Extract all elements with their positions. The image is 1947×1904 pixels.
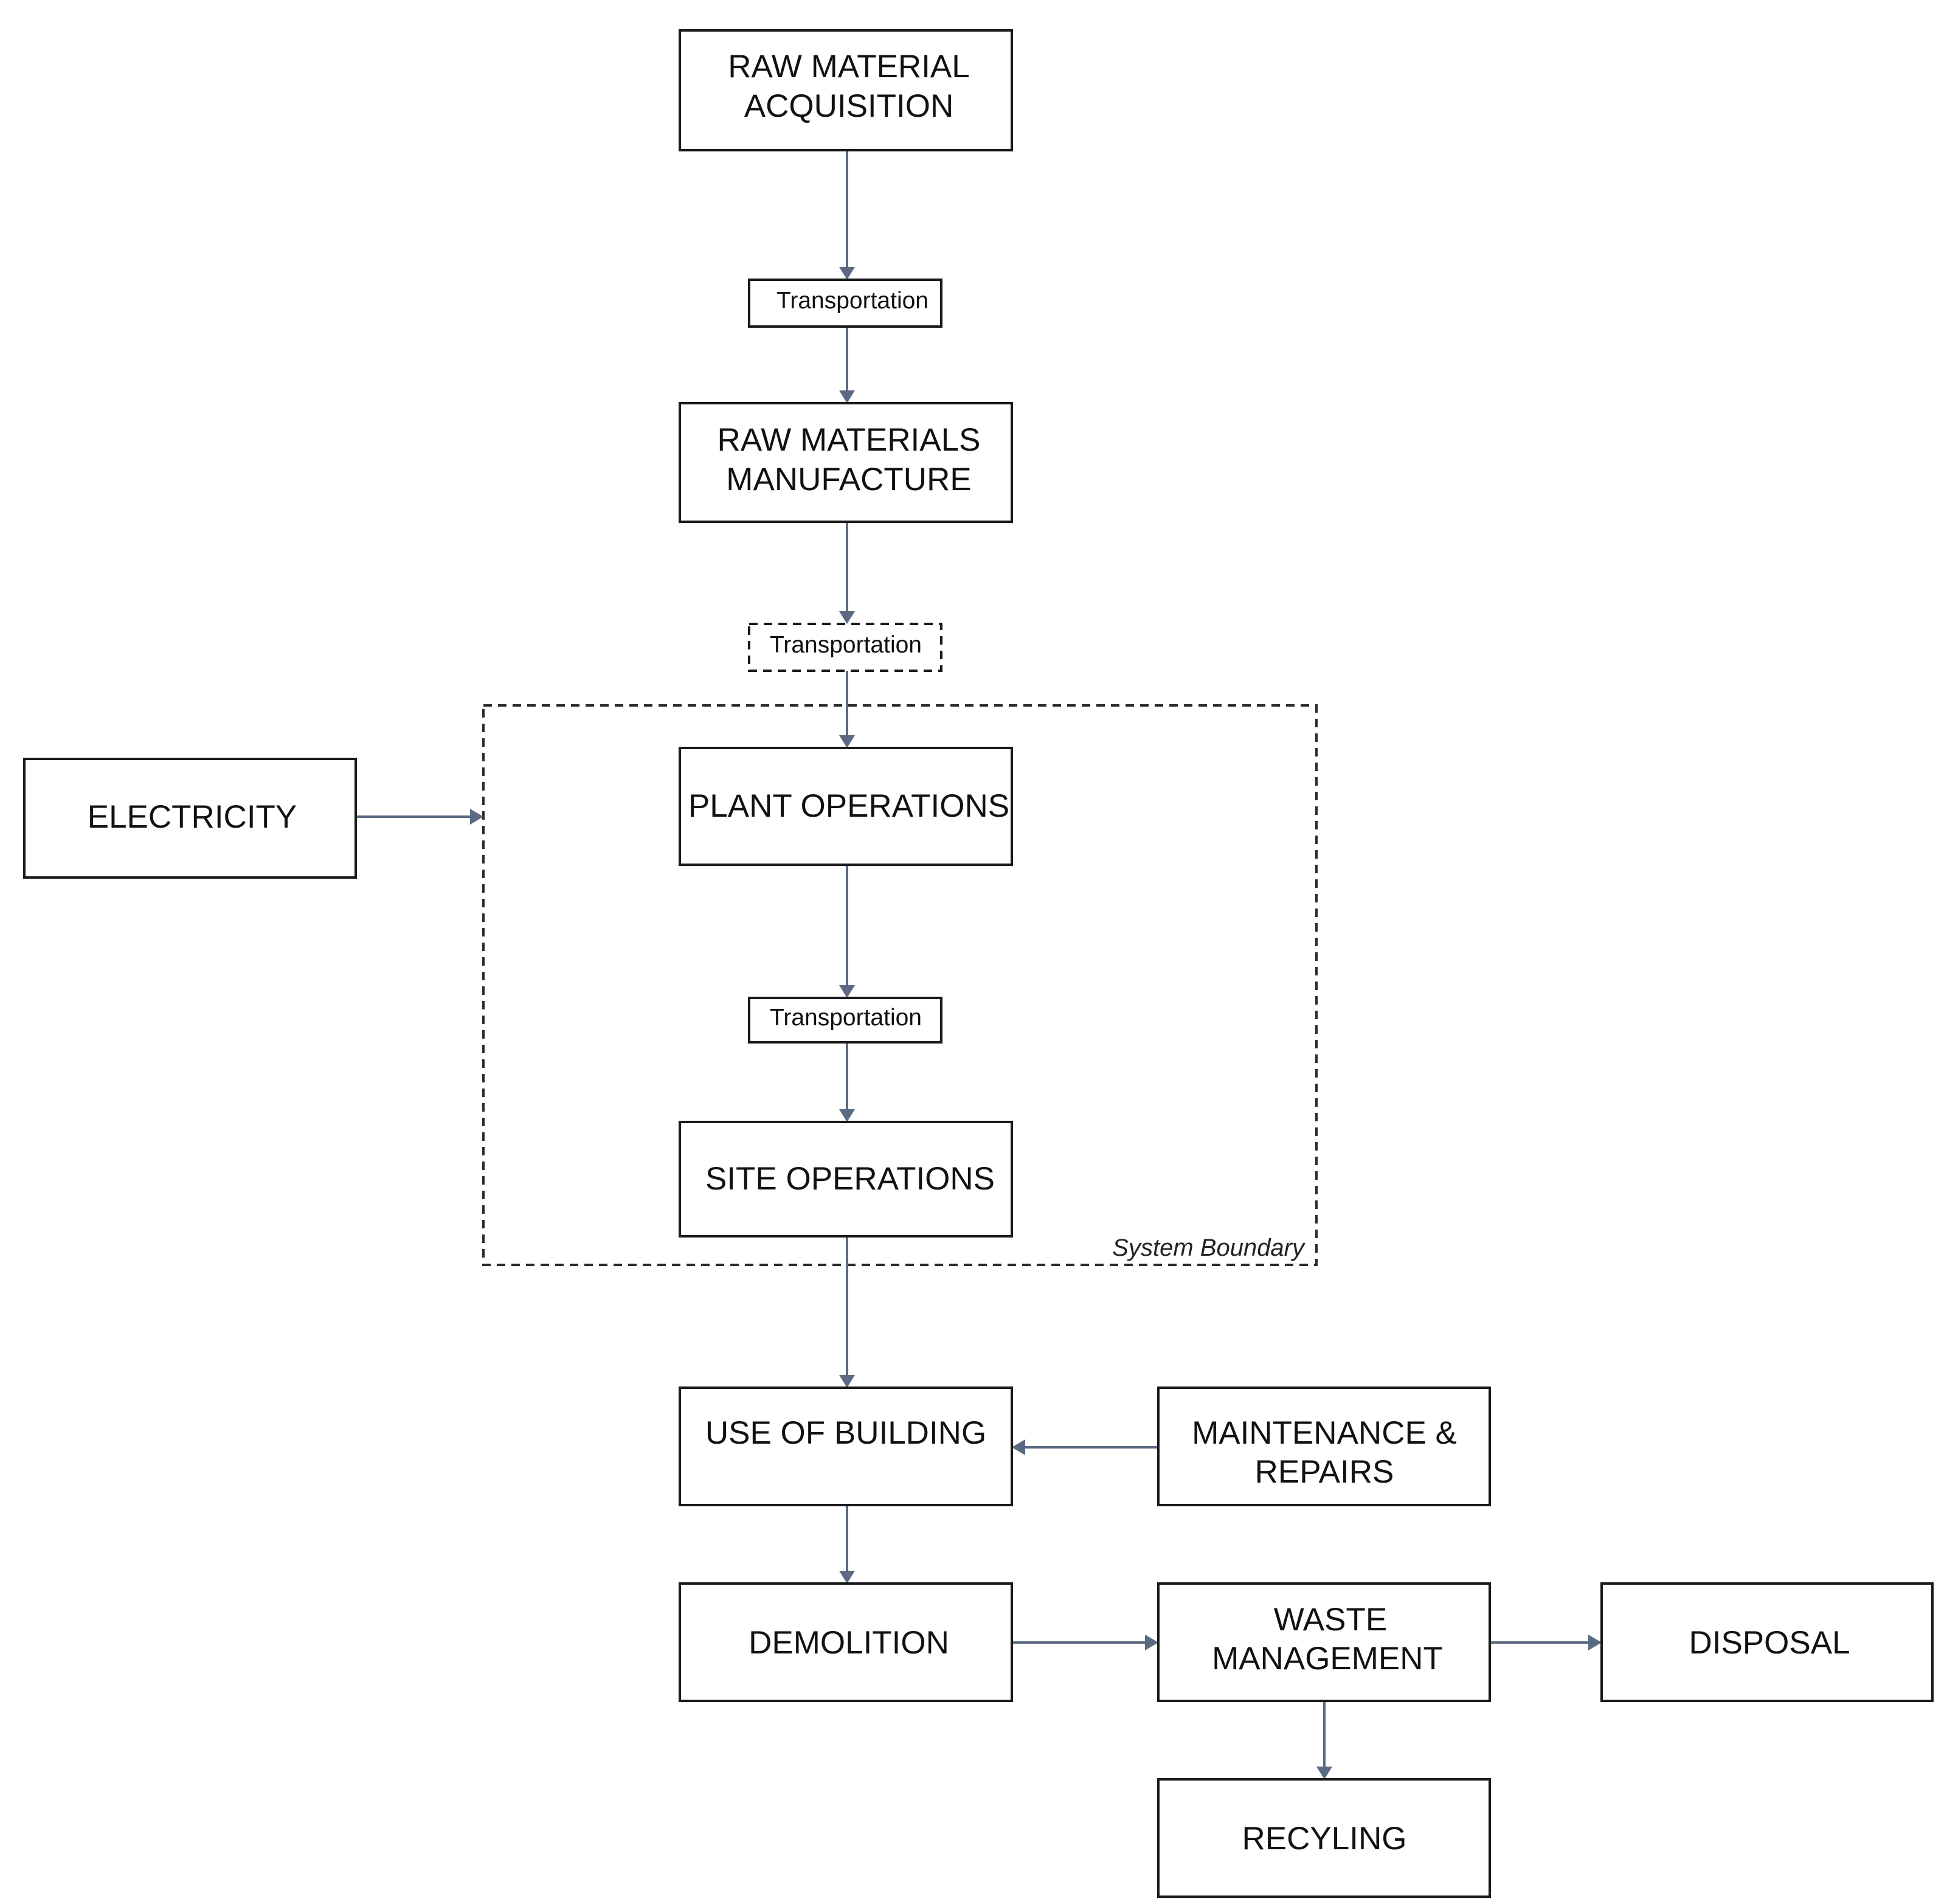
node-label: Transportation (776, 288, 929, 314)
node-electricity: ELECTRICITY (23, 758, 357, 879)
node-box (679, 29, 1013, 151)
node-label-line-1: MAINTENANCE & (1192, 1415, 1457, 1451)
arrowhead (839, 390, 855, 403)
node-waste-management: WASTE MANAGEMENT (1157, 1582, 1491, 1702)
node-label: USE OF BUILDING (705, 1415, 986, 1451)
node-box (1600, 1582, 1934, 1702)
node-transportation-3: Transportation (748, 997, 942, 1044)
node-label: SITE OPERATIONS (705, 1161, 995, 1197)
arrowhead (839, 985, 855, 998)
node-box (748, 279, 942, 328)
arrowhead (839, 1571, 855, 1584)
arrowhead (839, 1375, 855, 1388)
system-boundary-frame (482, 704, 1318, 1266)
node-label: Transportation (770, 632, 922, 658)
node-box (748, 997, 942, 1044)
node-raw-materials-manufacture: RAW MATERIALS MANUFACTURE (679, 402, 1013, 523)
node-label-line-1: RAW MATERIALS (718, 422, 981, 458)
node-box (1157, 1778, 1491, 1898)
node-box (679, 1582, 1013, 1702)
node-label-line-1: WASTE (1274, 1602, 1387, 1638)
node-label: RECYLING (1242, 1821, 1407, 1857)
node-maintenance-repairs: MAINTENANCE & REPAIRS (1157, 1386, 1491, 1506)
arrowhead (1145, 1635, 1158, 1650)
node-box (679, 747, 1013, 866)
node-box (748, 623, 942, 672)
node-site-operations: SITE OPERATIONS (679, 1121, 1013, 1238)
node-recyling: RECYLING (1157, 1778, 1491, 1898)
node-label-line-2: ACQUISITION (744, 88, 954, 124)
node-raw-material-acquisition: RAW MATERIAL ACQUISITION (679, 29, 1013, 151)
node-box (679, 402, 1013, 523)
node-label: ELECTRICITY (88, 799, 297, 835)
node-label-line-2: MANUFACTURE (726, 462, 971, 497)
arrowhead (1588, 1635, 1602, 1650)
node-box (1157, 1386, 1491, 1506)
node-plant-operations: PLANT OPERATIONS (679, 747, 1013, 866)
arrowhead (470, 809, 483, 825)
node-label: DISPOSAL (1689, 1625, 1850, 1661)
node-box (679, 1121, 1013, 1238)
connectors (356, 150, 1602, 1779)
arrowhead (1012, 1439, 1025, 1455)
node-demolition: DEMOLITION (679, 1582, 1013, 1702)
arrowhead (839, 1109, 855, 1122)
node-box (23, 758, 357, 879)
node-label-line-2: MANAGEMENT (1212, 1641, 1443, 1677)
node-transportation-1: Transportation (748, 279, 942, 328)
node-label: Transportation (770, 1005, 922, 1031)
node-disposal: DISPOSAL (1600, 1582, 1934, 1702)
arrowhead (839, 267, 855, 280)
node-label-line-2: REPAIRS (1255, 1454, 1394, 1490)
node-label: DEMOLITION (749, 1625, 949, 1661)
arrowhead (839, 735, 855, 748)
node-use-of-building: USE OF BUILDING (679, 1386, 1013, 1506)
node-label: PLANT OPERATIONS (688, 788, 1009, 824)
node-box (679, 1386, 1013, 1506)
arrowhead (1316, 1767, 1332, 1779)
node-label-line-1: RAW MATERIAL (728, 49, 970, 85)
system-boundary-label: System Boundary (1112, 1234, 1306, 1261)
node-box (1157, 1582, 1491, 1702)
arrowhead (839, 611, 855, 624)
node-transportation-2: Transportation (748, 623, 942, 672)
